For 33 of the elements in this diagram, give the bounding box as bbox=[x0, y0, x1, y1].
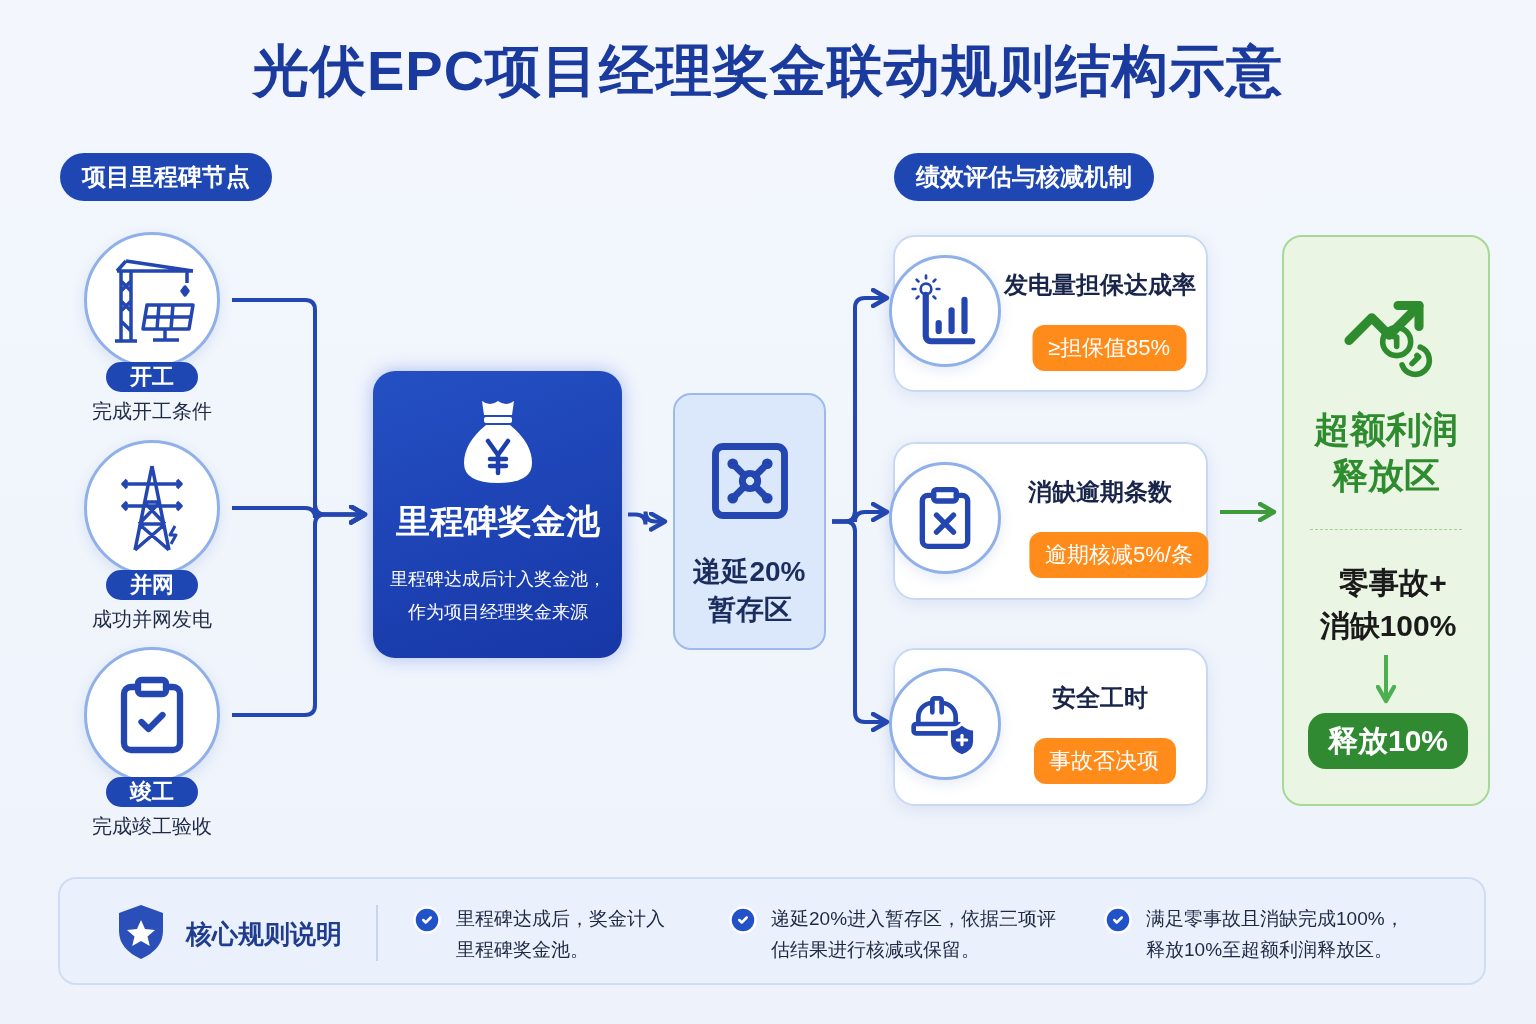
panel-title: 超额利润释放区 bbox=[1313, 408, 1459, 498]
card-title: 发电量担保达成率 bbox=[1002, 270, 1197, 300]
milestone-caption: 完成竣工验收 bbox=[91, 814, 213, 839]
arrow bbox=[832, 519, 890, 733]
section-heading: 绩效评估与核减机制 bbox=[894, 153, 1154, 201]
milestone-caption: 完成开工条件 bbox=[91, 399, 213, 424]
box-title: 递延20%暂存区 bbox=[692, 555, 807, 627]
arrow bbox=[628, 509, 668, 532]
diagram-title: 光伏EPC项目经理奖金联动规则结构示意 bbox=[252, 38, 1284, 104]
milestone-tag: 竣工 bbox=[106, 777, 198, 807]
milestone-caption: 成功并网发电 bbox=[91, 607, 213, 632]
milestone-tag: 并网 bbox=[106, 570, 198, 600]
rule-text: 里程碑达成后，奖金计入里程碑奖金池。 bbox=[456, 907, 666, 962]
milestone-tag: 开工 bbox=[106, 362, 198, 392]
rule-tag: 事故否决项 bbox=[1033, 738, 1176, 784]
rule-tag: ≥担保值85% bbox=[1032, 325, 1187, 371]
release-badge: 释放10% bbox=[1308, 713, 1468, 769]
box-title: 里程碑奖金池 bbox=[395, 501, 600, 542]
card-title: 安全工时 bbox=[1050, 683, 1149, 713]
bonus-pool-box bbox=[373, 371, 622, 658]
box-description: 里程碑达成后计入奖金池，作为项目经理奖金来源 bbox=[388, 568, 607, 624]
arrow bbox=[232, 504, 368, 717]
rule-text: 满足零事故且消缺完成100%，释放10%至超额利润释放区。 bbox=[1146, 907, 1405, 962]
section-heading: 项目里程碑节点 bbox=[60, 153, 272, 201]
condition-text: 零事故+消缺100% bbox=[1317, 561, 1459, 649]
arrow bbox=[1375, 655, 1397, 704]
holding-box bbox=[673, 393, 826, 650]
card-title: 消缺逾期条数 bbox=[1026, 477, 1173, 507]
release-panel bbox=[1282, 235, 1490, 806]
arrow bbox=[1220, 501, 1277, 523]
rule-text: 递延20%进入暂存区，依据三项评估结果进行核减或保留。 bbox=[771, 907, 1058, 962]
rule-tag: 逾期核减5%/条 bbox=[1028, 532, 1209, 578]
rules-heading: 核心规则说明 bbox=[186, 918, 342, 951]
